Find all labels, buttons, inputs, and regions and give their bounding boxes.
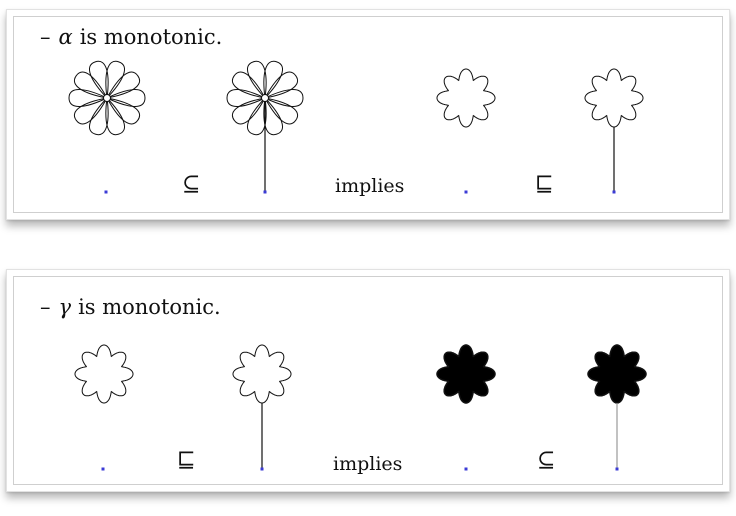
heading-text: is monotonic. (79, 25, 223, 49)
petal (89, 60, 109, 100)
petal (264, 97, 298, 125)
petal (263, 60, 283, 100)
base-points (101, 467, 619, 471)
petal-flower-with-stem (226, 60, 304, 192)
heading-text: is monotonic. (78, 295, 221, 319)
figure-row (68, 60, 644, 194)
subset-symbol: ⊆ (182, 172, 201, 197)
order-symbol: ⊑ (177, 448, 196, 473)
filled-gear (436, 344, 496, 404)
petal (105, 89, 146, 107)
bullet-dash: – (40, 25, 51, 49)
outline-shape (232, 344, 292, 404)
petal-flower (68, 60, 146, 136)
base-point (104, 190, 108, 194)
gear-outline-with-stem (232, 344, 292, 469)
petal (106, 71, 140, 99)
petal (232, 97, 266, 125)
outline-shape (436, 68, 496, 128)
petal (74, 71, 108, 99)
petal (68, 89, 109, 107)
base-point (615, 467, 619, 471)
gear-outline (436, 68, 496, 128)
petal (247, 96, 267, 136)
slide-frame (13, 276, 723, 485)
implies-text: implies (335, 175, 405, 197)
base-point (612, 190, 616, 194)
outline-shape (584, 68, 644, 128)
gear-outline (74, 344, 134, 404)
petal (263, 96, 283, 136)
center-point (261, 94, 269, 102)
slide-frame (13, 16, 723, 213)
gear-outline-with-stem (584, 68, 644, 192)
petal (247, 60, 267, 100)
petal (105, 96, 125, 136)
petal (105, 60, 125, 100)
petal (264, 71, 298, 99)
filled-gear-with-stem (587, 344, 647, 469)
petal (74, 97, 108, 125)
bullet-dash: – (40, 295, 51, 319)
base-point (464, 467, 468, 471)
center-point (103, 94, 111, 102)
implies-text: implies (333, 453, 403, 475)
petal (263, 89, 304, 107)
filled-shape (436, 344, 496, 404)
petal (226, 89, 267, 107)
petal (89, 96, 109, 136)
order-symbol: ⊑ (535, 172, 554, 197)
base-point (101, 467, 105, 471)
filled-shape (587, 344, 647, 404)
petal (232, 71, 266, 99)
outline-shape (74, 344, 134, 404)
base-points (104, 190, 616, 194)
base-point (260, 467, 264, 471)
petal (106, 97, 140, 125)
figure-row (74, 344, 647, 471)
base-point (263, 190, 267, 194)
base-point (464, 190, 468, 194)
alpha-symbol: α (58, 25, 73, 49)
gamma-symbol: γ (58, 295, 72, 319)
subset-symbol: ⊆ (537, 448, 556, 473)
